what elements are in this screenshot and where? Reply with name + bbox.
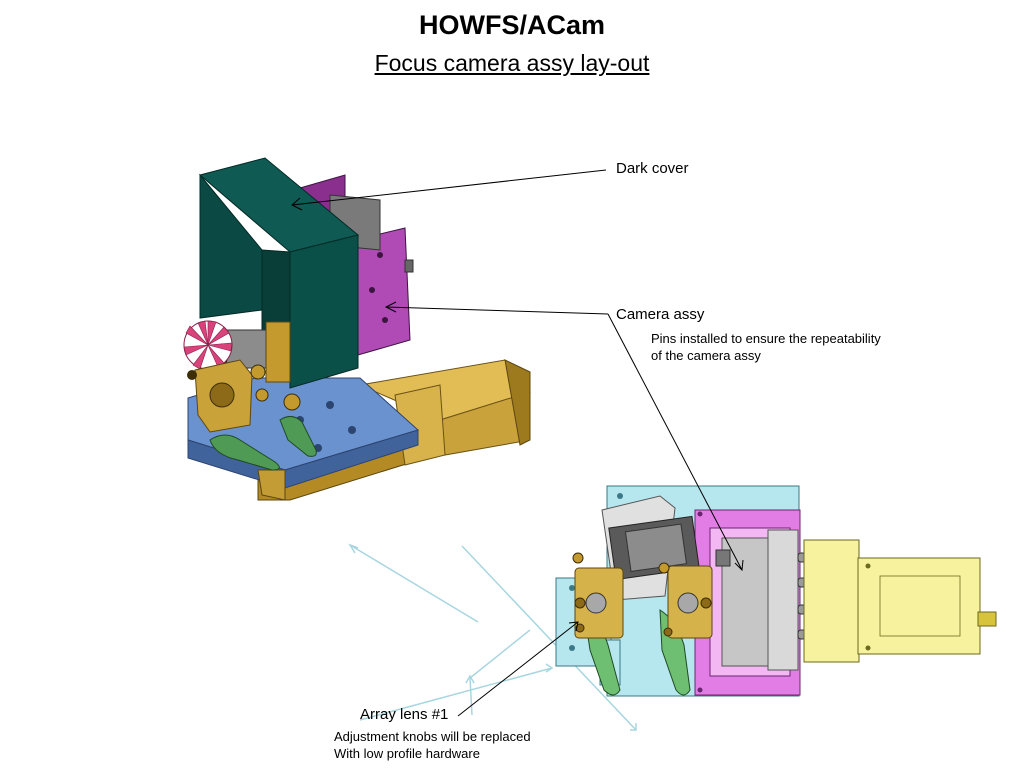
dark-cover-label: Dark cover: [616, 160, 689, 177]
camera-assy-leader: [385, 306, 609, 315]
dark-cover-leader: [291, 169, 607, 206]
pink-wheel: [183, 320, 233, 370]
array-lens-leader: [457, 621, 579, 717]
camera-assy-label: Camera assy: [616, 306, 705, 323]
top-view-assembly: [348, 485, 997, 731]
slide-subtitle: Focus camera assy lay-out: [374, 50, 650, 76]
array-lens-note-line2: With low profile hardware: [334, 746, 480, 761]
camera-assy-note-line2: of the camera assy: [651, 348, 761, 363]
green-mounts: [209, 416, 317, 471]
slide-title: HOWFS/ACam: [418, 10, 605, 40]
array-lens-note-line1: Adjustment knobs will be replaced: [334, 729, 531, 744]
callout-leaders: [291, 169, 744, 717]
camera-assy-note-line1: Pins installed to ensure the repeatabili…: [651, 331, 881, 346]
top-view-lens-mounts: [572, 552, 713, 696]
isometric-assembly-view: [183, 157, 531, 501]
array-lens-label: Array lens #1: [360, 706, 449, 723]
ray-lines: [348, 543, 637, 731]
lens-mount: [187, 359, 301, 433]
camera-pin-leader: [607, 313, 743, 571]
top-view-tail: [803, 539, 997, 663]
